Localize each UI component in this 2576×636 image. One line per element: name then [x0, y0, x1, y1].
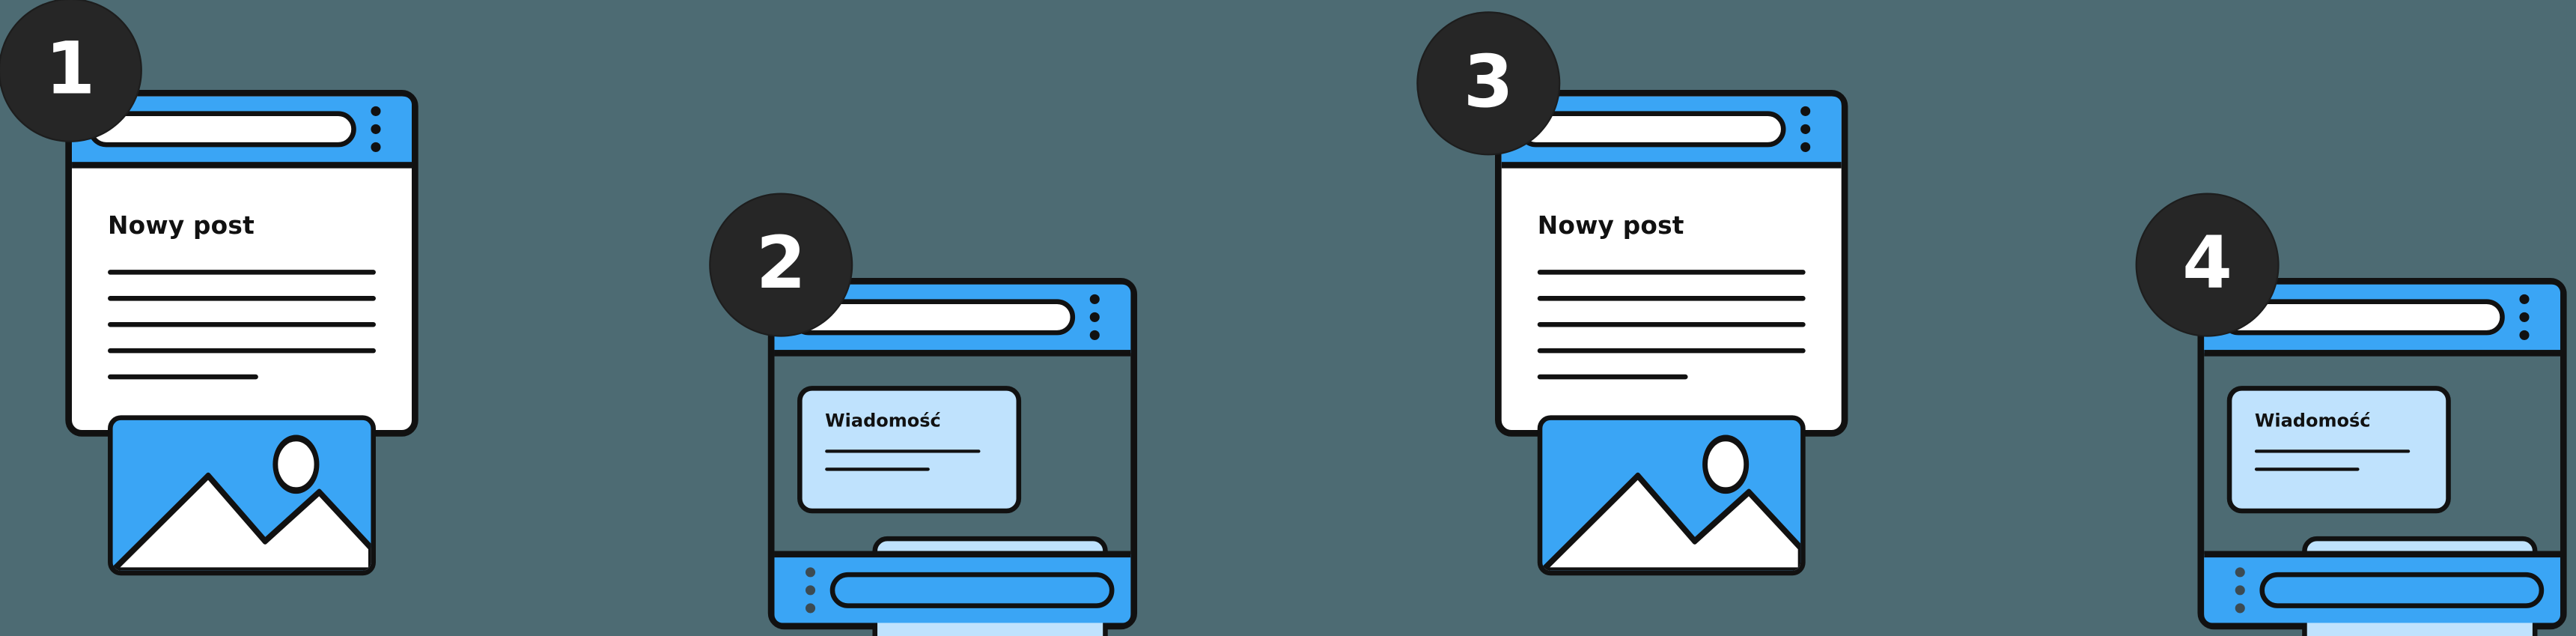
address-bar-input[interactable] — [1517, 111, 1786, 148]
post-text-lines — [1537, 270, 1806, 380]
window-chat-4[interactable]: Wiadomość Wiadomość — [2197, 278, 2567, 636]
step-badge-4: 4 — [2137, 194, 2278, 336]
chat-message-list: Wiadomość Wiadomość — [775, 357, 1131, 636]
menu-dots-icon[interactable] — [791, 567, 829, 614]
post-title: Nowy post — [108, 211, 255, 240]
step-badge-3: 3 — [1418, 13, 1559, 154]
chat-compose-bar — [774, 551, 1131, 623]
post-text-lines — [108, 270, 376, 380]
step-badge-1: 1 — [0, 0, 141, 141]
message-bubble[interactable]: Wiadomość — [2226, 386, 2451, 514]
step-badge-2: 2 — [710, 194, 852, 336]
menu-dots-icon[interactable] — [1785, 106, 1824, 152]
message-title: Wiadomość — [2254, 410, 2371, 432]
post-body: Nowy post — [1502, 169, 1842, 611]
address-bar-input[interactable] — [2220, 299, 2505, 336]
chat-message-list: Wiadomość Wiadomość — [2204, 357, 2560, 636]
menu-dots-icon[interactable] — [2505, 294, 2544, 340]
post-title: Nowy post — [1537, 211, 1684, 240]
message-bubble[interactable]: Wiadomość — [797, 386, 1021, 514]
menu-dots-icon[interactable] — [1075, 294, 1114, 340]
window-post-3[interactable]: Nowy post — [1495, 90, 1848, 576]
address-bar-input[interactable] — [88, 111, 356, 148]
browser-toolbar — [72, 96, 412, 169]
window-post-1[interactable]: Nowy post — [65, 90, 418, 576]
browser-toolbar — [2204, 284, 2561, 357]
post-image-placeholder — [108, 415, 376, 576]
message-input[interactable] — [2259, 572, 2545, 608]
chat-compose-bar — [2204, 551, 2561, 623]
post-body: Nowy post — [72, 169, 412, 611]
menu-dots-icon[interactable] — [356, 106, 395, 152]
menu-dots-icon[interactable] — [2220, 567, 2259, 614]
window-chat-2[interactable]: Wiadomość Wiadomość — [767, 278, 1138, 636]
message-title: Wiadomość — [825, 410, 941, 432]
post-image-placeholder — [1537, 415, 1806, 576]
message-input[interactable] — [829, 572, 1115, 608]
